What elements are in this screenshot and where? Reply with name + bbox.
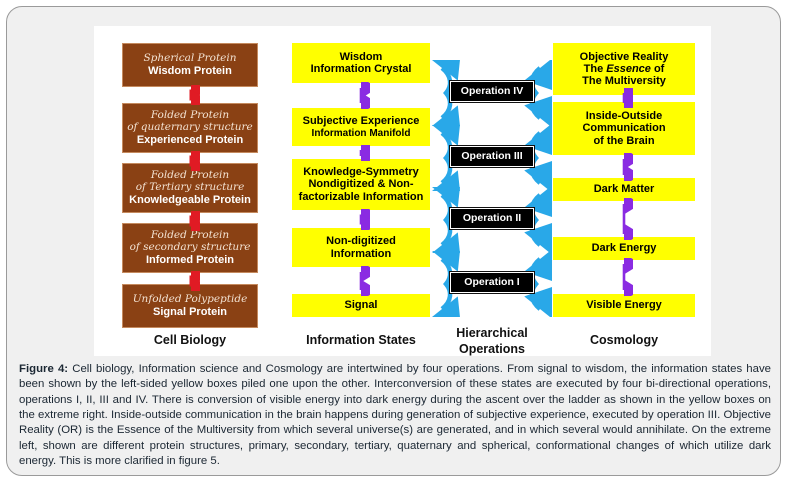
operation-label: Operation II (462, 211, 522, 224)
cell-biology-box-signal-protein: Unfolded Polypeptide Signal Protein (122, 284, 258, 328)
box-italic-line: Folded Protein (150, 109, 230, 122)
column-caption-cell-biology: Cell Biology (122, 333, 258, 349)
box-line-2: Communication (582, 122, 666, 135)
purple-double-arrow-info-2 (359, 145, 370, 161)
box-line-1: Non-digitized (326, 235, 396, 248)
box-bold-line: Wisdom Protein (148, 64, 232, 77)
box-line-2: Information Manifold (311, 127, 411, 139)
information-state-box-non-digitized: Non-digitized Information (292, 228, 430, 267)
box-line-3: factorizable Information (298, 190, 424, 203)
operation-box-i[interactable]: Operation I (449, 271, 535, 294)
column-caption-label: Cell Biology (153, 333, 227, 347)
box-line-1: Inside-Outside (585, 110, 663, 123)
operation-label: Operation IV (460, 84, 524, 97)
operation-label: Operation III (461, 149, 523, 162)
purple-double-arrow-cosmo-3 (622, 198, 633, 240)
cell-biology-box-spherical-protein: Spherical Protein Wisdom Protein (122, 43, 258, 87)
purple-double-arrow-info-3 (359, 209, 370, 230)
red-double-arrow-3 (189, 211, 200, 231)
box-italic-line: Spherical Protein (143, 51, 237, 64)
box-italic-line: Unfolded Polypeptide (132, 292, 248, 305)
box-line-1: Knowledge-Symmetry (303, 166, 419, 179)
box-line-3: of the Brain (593, 134, 655, 147)
blue-brace-operation-4 (430, 60, 552, 126)
information-state-box-subjective-experience: Subjective Experience Information Manifo… (292, 108, 430, 146)
box-line-2: The Essence of (583, 62, 665, 75)
figure-caption-text: Cell biology, Information science and Co… (19, 363, 771, 467)
cell-biology-box-tertiary-protein: Folded Protein of Tertiary structure Kno… (122, 163, 258, 213)
box-line-1: Subjective Experience (302, 115, 420, 128)
box-line-1: Dark Energy (591, 242, 657, 255)
figure-caption-label: Figure 4: (19, 363, 69, 375)
cell-biology-box-quaternary-protein: Folded Protein of quaternary structure E… (122, 103, 258, 153)
box-line-2: Nondigitized & Non- (308, 178, 414, 191)
box-italic-line: Folded Protein (150, 169, 230, 182)
box-line-1: Dark Matter (593, 183, 655, 196)
information-state-box-knowledge-symmetry: Knowledge-Symmetry Nondigitized & Non- f… (292, 159, 430, 210)
purple-double-arrow-cosmo-4 (622, 258, 633, 296)
cosmology-box-dark-matter: Dark Matter (553, 178, 695, 201)
column-caption-label: Cosmology (589, 333, 659, 347)
box-italic-line-2: of quaternary structure (127, 120, 253, 133)
purple-double-arrow-cosmo-1 (622, 88, 633, 108)
box-line-1: Visible Energy (586, 299, 662, 312)
blue-brace-operation-1 (430, 251, 552, 317)
column-caption-cosmology: Cosmology (553, 333, 695, 349)
box-italic-line-2: of secondary structure (129, 240, 251, 253)
figure-caption: Figure 4: Cell biology, Information scie… (19, 362, 771, 469)
box-line-1: Signal (344, 299, 378, 312)
information-state-box-wisdom: Wisdom Information Crystal (292, 43, 430, 83)
box-italic-line-2: of Tertiary structure (135, 180, 245, 193)
box-line-3: The Multiversity (582, 75, 666, 88)
column-caption-label: Information States (306, 333, 416, 347)
figure-card: Spherical Protein Wisdom Protein Folded … (6, 6, 781, 476)
box-bold-line: Informed Protein (145, 253, 234, 266)
cosmology-box-inside-outside-communication: Inside-Outside Communication of the Brai… (553, 102, 695, 155)
column-caption-label-line1: Hierarchical (456, 326, 528, 340)
operation-label: Operation I (464, 275, 520, 288)
purple-double-arrow-info-1 (359, 82, 370, 109)
information-state-box-signal: Signal (292, 294, 430, 317)
red-double-arrow-4 (189, 271, 200, 291)
purple-double-arrow-info-4 (359, 266, 370, 296)
box-bold-line: Signal Protein (153, 305, 227, 318)
operation-box-iv[interactable]: Operation IV (449, 80, 535, 103)
cosmology-box-objective-reality: Objective Reality The Essence of The Mul… (553, 43, 695, 95)
box-italic-line: Folded Protein (150, 229, 230, 242)
red-double-arrow-2 (189, 151, 200, 171)
cosmology-box-dark-energy: Dark Energy (553, 237, 695, 260)
box-bold-line: Experienced Protein (136, 133, 244, 146)
purple-double-arrow-cosmo-2 (622, 153, 633, 181)
blue-brace-operation-3 (430, 125, 552, 191)
blue-brace-operation-2 (430, 187, 552, 253)
box-line-1: Wisdom (339, 50, 383, 63)
box-line-2: Information (330, 247, 392, 260)
operation-box-iii[interactable]: Operation III (449, 145, 535, 168)
column-caption-information-states: Information States (282, 333, 440, 349)
box-bold-line: Knowledgeable Protein (129, 193, 251, 206)
operation-box-ii[interactable]: Operation II (449, 207, 535, 230)
cosmology-box-visible-energy: Visible Energy (553, 294, 695, 317)
column-caption-label-line2: Operations (459, 341, 525, 356)
red-double-arrow-1 (189, 85, 200, 105)
diagram-canvas: Spherical Protein Wisdom Protein Folded … (94, 26, 711, 356)
box-line-2: Information Crystal (310, 63, 412, 75)
box-line-1: Objective Reality (579, 50, 669, 63)
column-caption-hierarchical-operations: Hierarchical Operations (444, 326, 540, 357)
